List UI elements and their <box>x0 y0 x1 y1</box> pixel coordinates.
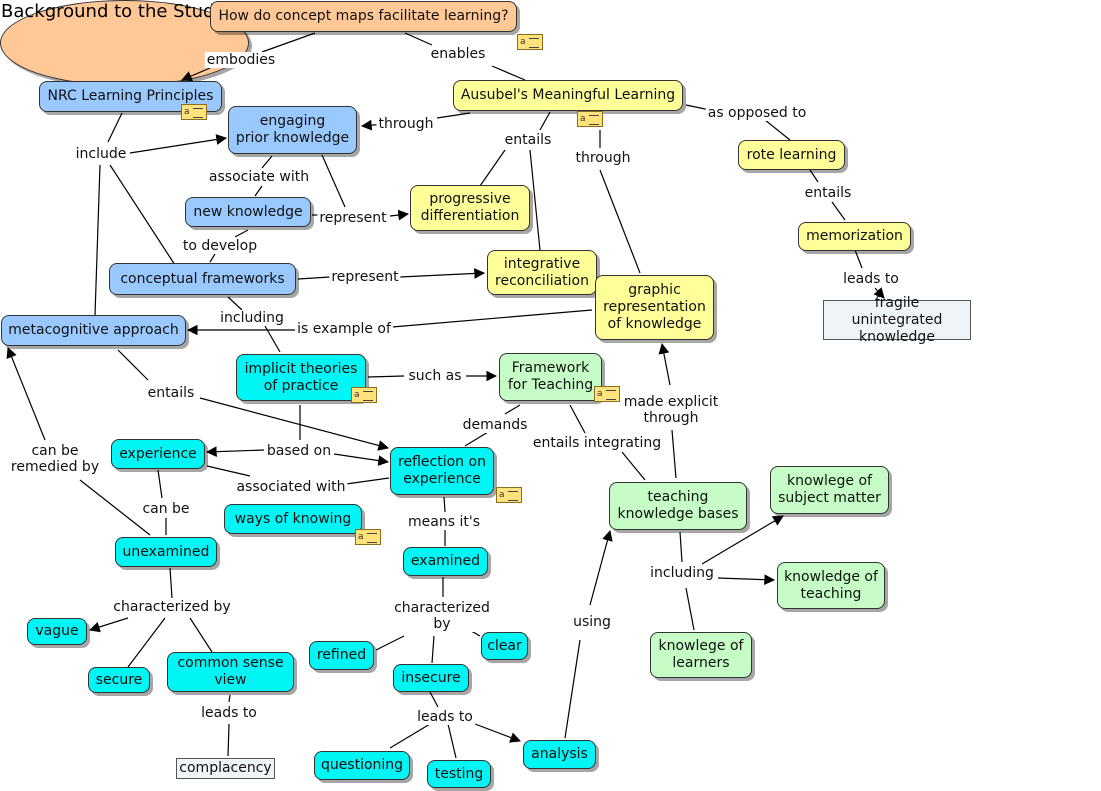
link-using[interactable]: using <box>571 614 613 630</box>
link-such-as[interactable]: such as <box>406 368 464 384</box>
knowledge-of-subject-matter-node[interactable]: knowlege of subject matter <box>770 466 889 514</box>
link-can-be[interactable]: can be <box>140 501 192 517</box>
clear-node[interactable]: clear <box>481 632 528 660</box>
link-means-its[interactable]: means it's <box>406 514 482 530</box>
examined-node[interactable]: examined <box>403 547 488 576</box>
link-enables[interactable]: enables <box>428 46 488 62</box>
link-entails[interactable]: entails <box>145 385 197 401</box>
note-icon[interactable]: a <box>181 104 207 120</box>
link-leads-to[interactable]: leads to <box>415 709 475 725</box>
link-including[interactable]: including <box>218 310 286 326</box>
link-leads-to[interactable]: leads to <box>841 271 901 287</box>
framework-for-teaching-node[interactable]: Framework for Teaching <box>499 353 602 401</box>
link-as-opposed-to[interactable]: as opposed to <box>705 105 809 121</box>
nrc-learning-principles-node[interactable]: NRC Learning Principles <box>39 81 222 112</box>
knowledge-of-teaching-node[interactable]: knowledge of teaching <box>777 562 885 609</box>
link-is-example-of[interactable]: is example of <box>295 321 393 337</box>
complacency-node[interactable]: complacency <box>176 758 275 779</box>
ausubel-meaningful-learning-node[interactable]: Ausubel's Meaningful Learning <box>453 80 683 111</box>
unexamined-node[interactable]: unexamined <box>115 537 217 567</box>
note-icon[interactable]: a <box>355 529 381 545</box>
link-represent[interactable]: represent <box>329 269 401 285</box>
implicit-theories-of-practice-node[interactable]: implicit theories of practice <box>236 354 366 401</box>
refined-node[interactable]: refined <box>309 641 374 670</box>
link-associate-with[interactable]: associate with <box>206 169 312 185</box>
analysis-node[interactable]: analysis <box>523 740 596 769</box>
link-including[interactable]: including <box>648 565 716 581</box>
secure-node[interactable]: secure <box>88 667 150 693</box>
link-through[interactable]: through <box>376 116 436 132</box>
link-characterized-by[interactable]: characterized by <box>392 600 492 632</box>
integrative-reconciliation-node[interactable]: integrative reconciliation <box>487 250 597 295</box>
rote-learning-node[interactable]: rote learning <box>738 140 845 170</box>
link-can-be-remedied-by[interactable]: can be remedied by <box>8 443 102 475</box>
questioning-node[interactable]: questioning <box>314 751 410 780</box>
experience-node[interactable]: experience <box>111 439 205 469</box>
link-leads-to[interactable]: leads to <box>199 705 259 721</box>
link-entails-integrating[interactable]: entails integrating <box>530 435 664 451</box>
metacognitive-approach-node[interactable]: metacognitive approach <box>1 315 186 346</box>
focus-question-node[interactable]: How do concept maps facilitate learning? <box>210 1 517 32</box>
link-through[interactable]: through <box>573 150 633 166</box>
note-icon[interactable]: a <box>594 386 620 402</box>
link-include[interactable]: include <box>73 146 129 162</box>
link-entails[interactable]: entails <box>502 132 554 148</box>
reflection-on-experience-node[interactable]: reflection on experience <box>390 447 494 495</box>
note-icon[interactable]: a <box>577 111 603 127</box>
progressive-differentiation-node[interactable]: progressive differentiation <box>410 185 530 231</box>
background-title: Background to the Study <box>1 1 226 22</box>
link-to-develop[interactable]: to develop <box>180 238 260 254</box>
ways-of-knowing-node[interactable]: ways of knowing <box>224 504 362 534</box>
engaging-prior-knowledge-node[interactable]: engaging prior knowledge <box>228 106 357 154</box>
note-icon[interactable]: a <box>517 34 543 50</box>
conceptual-frameworks-node[interactable]: conceptual frameworks <box>109 263 296 295</box>
link-made-explicit-through[interactable]: made explicit through <box>621 394 721 426</box>
memorization-node[interactable]: memorization <box>798 222 911 251</box>
knowledge-of-learners-node[interactable]: knowlege of learners <box>650 632 752 678</box>
note-icon[interactable]: a <box>351 387 377 403</box>
teaching-knowledge-bases-node[interactable]: teaching knowledge bases <box>609 482 747 530</box>
note-icon[interactable]: a <box>496 487 522 503</box>
link-associated-with[interactable]: associated with <box>234 479 348 495</box>
link-represent[interactable]: represent <box>317 210 389 226</box>
link-characterized-by[interactable]: characterized by <box>111 599 233 615</box>
fragile-unintegrated-knowledge-node[interactable]: fragile unintegrated knowledge <box>823 295 971 345</box>
link-embodies[interactable]: embodies <box>204 52 278 68</box>
insecure-node[interactable]: insecure <box>393 664 469 692</box>
link-entails[interactable]: entails <box>802 185 854 201</box>
testing-node[interactable]: testing <box>427 760 491 788</box>
graphic-representation-node[interactable]: graphic representation of knowledge <box>595 275 714 340</box>
link-demands[interactable]: demands <box>460 417 530 433</box>
vague-node[interactable]: vague <box>27 618 87 645</box>
common-sense-view-node[interactable]: common sense view <box>167 652 294 692</box>
link-based-on[interactable]: based on <box>264 443 334 459</box>
new-knowledge-node[interactable]: new knowledge <box>185 197 311 227</box>
